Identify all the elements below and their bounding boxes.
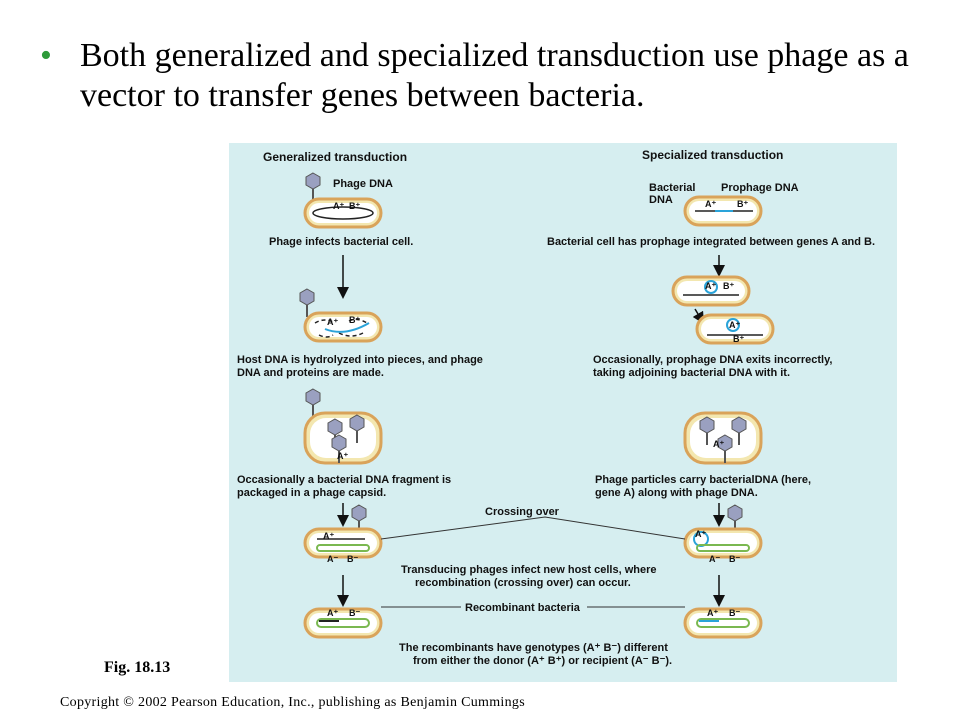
spec-b-plus-2: B⁺ (723, 281, 734, 291)
spec-b-minus-6: B⁻ (729, 608, 740, 618)
spec-a-plus-3: A⁺ (729, 320, 740, 330)
copyright-notice: Copyright © 2002 Pearson Education, Inc.… (60, 695, 525, 710)
spec-cell-5: A⁺ A⁻ B⁻ (683, 504, 763, 564)
bullet-dot: • (40, 37, 52, 74)
diagram-svg: Generalized transduction Specialized tra… (237, 148, 875, 667)
gen-b-plus-2: B⁺ (349, 315, 360, 325)
slide-heading: Both generalized and specialized transdu… (80, 37, 909, 114)
gen-phage-dna-label: Phage DNA (333, 178, 393, 190)
transducing-caption-1: Transducing phages infect new host cells… (401, 564, 657, 576)
gen-step2-caption-1: Host DNA is hydrolyzed into pieces, and … (237, 354, 483, 366)
gen-cell-3: A⁺ (303, 388, 383, 465)
generalized-title: Generalized transduction (263, 150, 407, 164)
crossing-over-label: Crossing over (485, 506, 560, 518)
figure-label: Fig. 18.13 (104, 659, 171, 676)
gen-cell-1: A⁺ B⁺ (303, 172, 383, 229)
gen-a-plus-5: A⁺ (327, 608, 338, 618)
final-caption-2: from either the donor (A⁺ B⁺) or recipie… (413, 655, 672, 667)
spec-b-plus-1: B⁺ (737, 199, 748, 209)
spec-b-minus-5: B⁻ (729, 554, 740, 564)
spec-cell-1: A⁺ B⁺ (683, 195, 763, 227)
spec-bacterial-dna-label-2: DNA (649, 194, 673, 206)
crossing-over-connector (380, 516, 686, 540)
spec-arrow-2 (692, 308, 705, 325)
spec-a-plus-6: A⁺ (707, 608, 718, 618)
gen-cell-2: A⁺ B⁺ (299, 288, 383, 343)
gen-cell-5: A⁺ B⁻ (303, 607, 383, 639)
spec-a-plus-5: A⁺ (695, 529, 706, 539)
transduction-diagram: Generalized transduction Specialized tra… (229, 143, 897, 682)
spec-step3-caption-1: Phage particles carry bacterialDNA (here… (595, 474, 811, 486)
final-caption-1: The recombinants have genotypes (A⁺ B⁻) … (399, 642, 668, 654)
spec-step2-caption-1: Occasionally, prophage DNA exits incorre… (593, 354, 832, 366)
gen-a-minus-4: A⁻ (327, 554, 338, 564)
gen-a-plus-4: A⁺ (323, 531, 334, 541)
spec-bacterial-dna-label-1: Bacterial (649, 182, 695, 194)
spec-step1-caption: Bacterial cell has prophage integrated b… (547, 236, 875, 248)
gen-a-plus-1: A⁺ (333, 201, 344, 211)
spec-a-plus-1: A⁺ (705, 199, 716, 209)
gen-b-minus-5: B⁻ (349, 608, 360, 618)
spec-step3-caption-2: gene A) along with phage DNA. (595, 487, 758, 499)
gen-cell-4: A⁺ A⁻ B⁻ (303, 504, 383, 564)
specialized-title: Specialized transduction (642, 148, 783, 162)
spec-a-plus-4: A⁺ (713, 439, 724, 449)
gen-step3-caption-1: Occasionally a bacterial DNA fragment is (237, 474, 451, 486)
spec-a-minus-5: A⁻ (709, 554, 720, 564)
spec-prophage-dna-label: Prophage DNA (721, 182, 799, 194)
spec-a-plus-2: A⁺ (705, 281, 716, 291)
gen-step2-caption-2: DNA and proteins are made. (237, 367, 384, 379)
gen-b-plus-1: B⁺ (349, 201, 360, 211)
gen-a-plus-3: A⁺ (337, 451, 348, 461)
transducing-caption-2: recombination (crossing over) can occur. (415, 577, 631, 589)
spec-cell-3: A⁺ B⁺ (695, 313, 775, 345)
spec-b-plus-3: B⁺ (733, 334, 744, 344)
spec-step2-caption-2: taking adjoining bacterial DNA with it. (593, 367, 790, 379)
recombinant-bacteria-label: Recombinant bacteria (465, 602, 581, 614)
gen-b-minus-4: B⁻ (347, 554, 358, 564)
gen-step1-caption: Phage infects bacterial cell. (269, 236, 413, 248)
spec-cell-6: A⁺ B⁻ (683, 607, 763, 639)
spec-cell-2: A⁺ B⁺ (671, 275, 751, 307)
gen-step3-caption-2: packaged in a phage capsid. (237, 487, 386, 499)
spec-cell-4: A⁺ (683, 411, 763, 465)
gen-a-plus-2: A⁺ (327, 317, 338, 327)
